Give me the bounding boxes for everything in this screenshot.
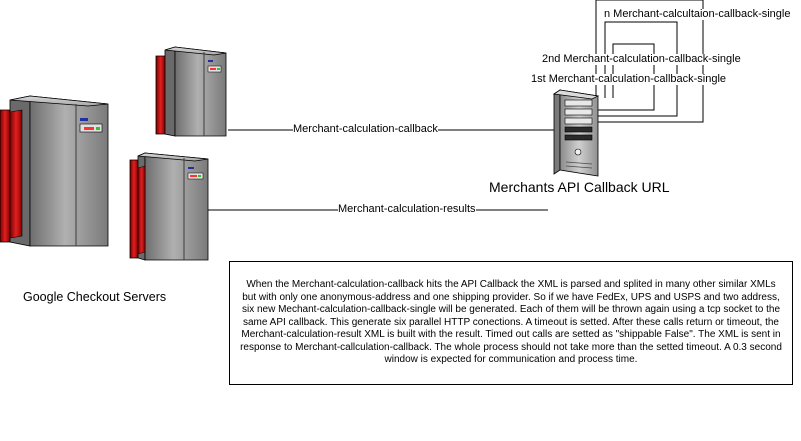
merchant-server-caption: Merchants API Callback URL [489,179,670,195]
single-1st-label: 1st Merchant-calculation-callback-single [531,73,727,85]
single-n-loop [588,0,704,123]
explanation-note-text: When the Merchant-calculation-callback h… [240,279,782,366]
single-n-label: n Merchant-calcultaion-callback-single [604,8,791,20]
explanation-note-box: When the Merchant-calculation-callback h… [229,261,793,385]
google-server-icon [155,46,227,137]
single-2nd-label: 2nd Merchant-calculation-callback-single [542,53,741,65]
single-2nd-loop [588,21,678,117]
results-label: Merchant-calculation-results [338,203,476,215]
merchant-server-icon [552,89,600,177]
google-server-icon [0,95,109,247]
google-server-icon [129,152,209,261]
callback-label: Merchant-calculation-callback [293,123,438,135]
google-servers-caption: Google Checkout Servers [23,290,167,304]
